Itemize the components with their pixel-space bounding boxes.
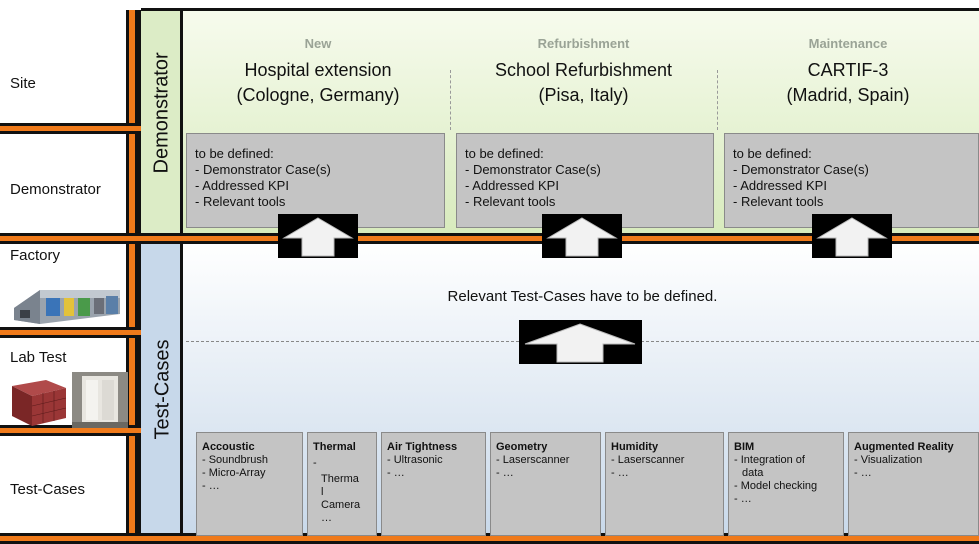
testcases-note: Relevant Test-Cases have to be defined. [447, 288, 718, 305]
divider-2 [717, 70, 718, 130]
test-item: Therma [321, 473, 359, 485]
test-category-accoustic: Accoustic - Soundbrush - Micro-Array - … [196, 432, 303, 536]
box-line: to be defined: [465, 146, 544, 161]
left-vertical-line-2 [135, 10, 141, 540]
test-category-title: Accoustic [202, 441, 255, 453]
test-item: - Integration of [734, 454, 805, 466]
box-line: - Demonstrator Case(s) [195, 162, 331, 177]
test-item: - Soundbrush [202, 454, 269, 466]
test-item: data [742, 467, 764, 479]
row-label-site: Site [10, 75, 36, 92]
test-item: - Micro-Array [202, 467, 266, 479]
demonstrator-name: School Refurbishment [494, 60, 673, 80]
test-category-title: Thermal [313, 441, 356, 453]
row-label-demonstrator: Demonstrator [10, 181, 101, 198]
up-arrow-icon [278, 214, 358, 258]
test-item: … [321, 512, 332, 524]
demonstrator-new: New Hospital extension (Cologne, Germany… [186, 36, 450, 108]
box-line: - Relevant tools [465, 194, 556, 209]
separator-site [0, 123, 141, 134]
test-category-title: Humidity [611, 441, 659, 453]
test-item: - Laserscanner [611, 454, 685, 466]
testcases-side-panel [141, 242, 183, 534]
box-line: - Relevant tools [195, 194, 286, 209]
factory-photo [10, 268, 128, 326]
row-label-factory: Factory [10, 247, 61, 264]
test-category-geometry: Geometry - Laserscanner - … [490, 432, 601, 536]
separator-lab [0, 425, 141, 436]
row-label-lab-test: Lab Test [10, 349, 67, 366]
demonstrator-refurbishment: Refurbishment School Refurbishment (Pisa… [450, 36, 717, 108]
left-vertical-orange [129, 10, 135, 540]
demonstrator-location: (Pisa, Italy) [538, 85, 629, 105]
test-item: - … [611, 467, 629, 479]
definition-box-refurbishment: to be defined: - Demonstrator Case(s) - … [456, 133, 714, 228]
demonstrator-maintenance: Maintenance CARTIF-3 (Madrid, Spain) [717, 36, 979, 108]
test-item: - Laserscanner [496, 454, 570, 466]
test-item: - Model checking [734, 480, 818, 492]
box-line: to be defined: [195, 146, 274, 161]
test-item: - … [202, 480, 220, 492]
test-category-title: Augmented Reality [854, 441, 954, 453]
up-arrow-icon [542, 214, 622, 258]
demonstrator-location: (Madrid, Spain) [786, 85, 910, 105]
test-category-humidity: Humidity - Laserscanner - … [605, 432, 724, 536]
demonstrator-name: Hospital extension [244, 60, 392, 80]
box-line: - Demonstrator Case(s) [733, 162, 869, 177]
test-item: - [313, 457, 317, 469]
box-line: - Addressed KPI [733, 178, 827, 193]
category-label: New [304, 36, 332, 51]
top-border [141, 8, 979, 11]
demonstrator-location: (Cologne, Germany) [236, 85, 400, 105]
test-category-air-tightness: Air Tightness - Ultrasonic - … [381, 432, 486, 536]
test-item: - … [854, 467, 872, 479]
definition-box-new: to be defined: - Demonstrator Case(s) - … [186, 133, 445, 228]
test-category-bim: BIM - Integration of data - Model checki… [728, 432, 844, 536]
demonstrator-side-panel [141, 8, 183, 234]
test-category-title: Geometry [496, 441, 548, 453]
up-arrow-large-icon [519, 320, 642, 364]
lab-test-photo-room [72, 372, 128, 428]
lab-test-photo-chamber [10, 372, 68, 428]
row-label-test-cases: Test-Cases [10, 481, 86, 498]
test-item: Camera [321, 499, 361, 511]
test-category-title: BIM [734, 441, 755, 453]
divider-1 [450, 70, 451, 130]
test-item: - Visualization [854, 454, 923, 466]
box-line: - Demonstrator Case(s) [465, 162, 601, 177]
side-label-demonstrator: Demonstrator [150, 52, 173, 174]
demonstrator-name: CARTIF-3 [807, 60, 889, 80]
box-line: - Relevant tools [733, 194, 824, 209]
box-line: to be defined: [733, 146, 812, 161]
box-line: - Addressed KPI [195, 178, 289, 193]
category-label: Refurbishment [537, 36, 630, 51]
test-item: l [321, 486, 324, 498]
test-item: - … [496, 467, 514, 479]
test-item: - … [387, 467, 405, 479]
side-label-test-cases: Test-Cases [151, 339, 174, 440]
separator-demonstrator [0, 233, 979, 244]
test-category-augmented-reality: Augmented Reality - Visualization - … [848, 432, 979, 536]
separator-factory [0, 327, 141, 338]
test-category-title: Air Tightness [387, 441, 458, 453]
test-item: - Ultrasonic [387, 454, 443, 466]
test-category-thermal: Thermal - Therma l Camera … [307, 432, 377, 536]
box-line: - Addressed KPI [465, 178, 559, 193]
category-label: Maintenance [808, 36, 888, 51]
up-arrow-icon [812, 214, 892, 258]
test-item: - … [734, 493, 752, 505]
